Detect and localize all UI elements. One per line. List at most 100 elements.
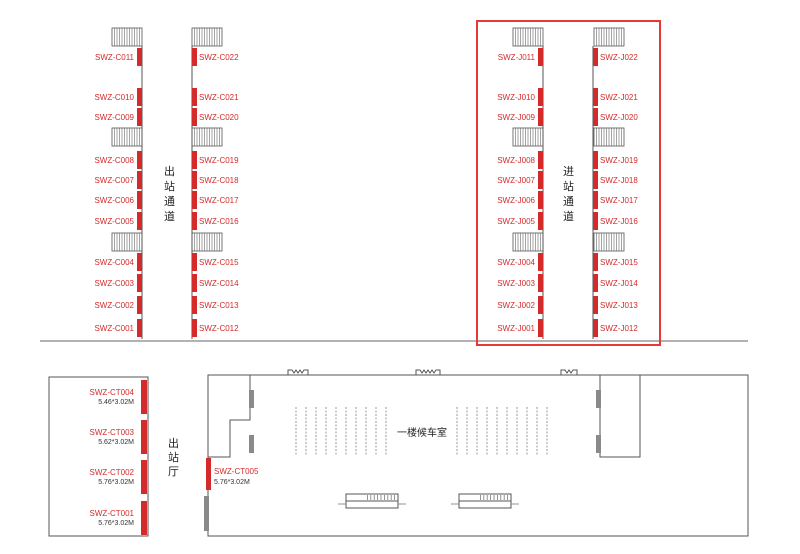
j-left-label-5[interactable]: SWZ-J006 (497, 196, 535, 205)
j-left-label-0[interactable]: SWZ-J011 (498, 53, 536, 62)
exit-channel-label: 出 站 通 道 (164, 164, 175, 223)
svg-text:站: 站 (563, 179, 574, 193)
j-left-label-8[interactable]: SWZ-J003 (497, 279, 535, 288)
c-right-marker-9 (192, 296, 197, 314)
stair-icon (191, 232, 223, 252)
j-left-label-3[interactable]: SWZ-J008 (497, 156, 535, 165)
j-right-marker-8 (593, 274, 598, 292)
j-right-marker-5 (593, 191, 598, 209)
ct-size-1: 5.62*3.02M (98, 439, 134, 446)
ct-code-1[interactable]: SWZ-CT003 (90, 428, 135, 437)
j-left-label-4[interactable]: SWZ-J007 (497, 176, 535, 185)
c-right-label-10[interactable]: SWZ-C012 (199, 324, 239, 333)
c-left-marker-7 (137, 253, 142, 271)
c-left-label-2[interactable]: SWZ-C009 (94, 113, 134, 122)
svg-text:出: 出 (164, 164, 175, 178)
c-left-marker-9 (137, 296, 142, 314)
c-right-marker-2 (192, 108, 197, 126)
entry-block-highlight[interactable] (476, 20, 661, 346)
j-right-marker-1 (593, 88, 598, 106)
j-right-label-3[interactable]: SWZ-J019 (600, 156, 638, 165)
c-left-label-0[interactable]: SWZ-C011 (95, 53, 135, 62)
c-right-marker-8 (192, 274, 197, 292)
c-left-label-1[interactable]: SWZ-C010 (94, 93, 134, 102)
ct-code-2[interactable]: SWZ-CT002 (90, 468, 135, 477)
j-right-marker-9 (593, 296, 598, 314)
j-right-marker-3 (593, 151, 598, 169)
j-right-label-9[interactable]: SWZ-J013 (600, 301, 638, 310)
j-left-marker-4 (538, 171, 543, 189)
j-right-label-1[interactable]: SWZ-J021 (600, 93, 638, 102)
c-left-label-6[interactable]: SWZ-C005 (94, 217, 134, 226)
c-right-label-2[interactable]: SWZ-C020 (199, 113, 239, 122)
c-left-label-9[interactable]: SWZ-C002 (94, 301, 134, 310)
waiting-room: 一楼候车室 (204, 369, 749, 537)
c-left-label-8[interactable]: SWZ-C003 (94, 279, 134, 288)
c-right-label-4[interactable]: SWZ-C018 (199, 176, 239, 185)
j-right-label-10[interactable]: SWZ-J012 (600, 324, 638, 333)
c-left-marker-5 (137, 191, 142, 209)
svg-text:通: 通 (563, 195, 574, 208)
c-right-marker-3 (192, 151, 197, 169)
c-right-label-6[interactable]: SWZ-C016 (199, 217, 239, 226)
exit-hall-billboards: SWZ-CT004 5.46*3.02M SWZ-CT003 5.62*3.02M SW… (90, 380, 147, 535)
c-right-label-7[interactable]: SWZ-C015 (199, 258, 239, 267)
stair-icon (593, 232, 625, 252)
j-left-label-9[interactable]: SWZ-J002 (497, 301, 535, 310)
j-right-label-8[interactable]: SWZ-J014 (600, 279, 638, 288)
billboard-ct005-code: SWZ-CT005 (214, 467, 259, 476)
ct-code-3[interactable]: SWZ-CT001 (90, 509, 135, 518)
j-right-label-2[interactable]: SWZ-J020 (600, 113, 638, 122)
c-right-marker-4 (192, 171, 197, 189)
stair-icon (111, 127, 143, 147)
c-left-label-7[interactable]: SWZ-C004 (94, 258, 134, 267)
ct-code-0[interactable]: SWZ-CT004 (90, 388, 135, 397)
c-right-label-5[interactable]: SWZ-C017 (199, 196, 239, 205)
c-left-marker-10 (137, 319, 142, 337)
j-left-marker-0 (538, 48, 543, 66)
j-left-label-7[interactable]: SWZ-J004 (497, 258, 535, 267)
c-right-label-0[interactable]: SWZ-C022 (199, 53, 239, 62)
svg-text:通: 通 (164, 195, 175, 208)
j-right-marker-0 (593, 48, 598, 66)
ct-size-2: 5.76*3.02M (98, 479, 134, 486)
stair-icon (512, 127, 544, 147)
billboard-ct005-size: 5.76*3.02M (214, 479, 250, 486)
stair-icon (191, 27, 223, 47)
exit-hall-box (48, 376, 149, 537)
stair-icon (593, 27, 625, 47)
j-right-label-4[interactable]: SWZ-J018 (600, 176, 638, 185)
j-left-label-10[interactable]: SWZ-J001 (497, 324, 535, 333)
c-right-marker-7 (192, 253, 197, 271)
billboard-ct005-marker (206, 458, 211, 490)
c-right-marker-0 (192, 48, 197, 66)
j-left-label-1[interactable]: SWZ-J010 (497, 93, 535, 102)
c-right-label-3[interactable]: SWZ-C019 (199, 156, 239, 165)
j-left-label-6[interactable]: SWZ-J005 (497, 217, 535, 226)
j-right-label-6[interactable]: SWZ-J016 (600, 217, 638, 226)
j-right-label-0[interactable]: SWZ-J022 (600, 53, 638, 62)
c-left-label-4[interactable]: SWZ-C007 (94, 176, 134, 185)
j-right-marker-6 (593, 212, 598, 230)
ct-size-0: 5.46*3.02M (98, 399, 134, 406)
c-left-label-5[interactable]: SWZ-C006 (94, 196, 134, 205)
j-right-marker-10 (593, 319, 598, 337)
c-left-label-3[interactable]: SWZ-C008 (94, 156, 134, 165)
svg-text:道: 道 (164, 209, 175, 223)
c-right-label-1[interactable]: SWZ-C021 (199, 93, 239, 102)
j-right-label-7[interactable]: SWZ-J015 (600, 258, 638, 267)
j-left-marker-1 (538, 88, 543, 106)
c-left-marker-2 (137, 108, 142, 126)
ct-marker-0 (141, 380, 147, 414)
c-right-label-8[interactable]: SWZ-C014 (199, 279, 239, 288)
entry-channel-label: 进 站 通 道 (563, 165, 574, 223)
j-left-marker-3 (538, 151, 543, 169)
j-left-label-2[interactable]: SWZ-J009 (497, 113, 535, 122)
c-left-label-10[interactable]: SWZ-C001 (94, 324, 134, 333)
ct-marker-2 (141, 460, 147, 494)
svg-text:进: 进 (563, 165, 574, 178)
j-right-label-5[interactable]: SWZ-J017 (600, 196, 638, 205)
c-right-label-9[interactable]: SWZ-C013 (199, 301, 239, 310)
